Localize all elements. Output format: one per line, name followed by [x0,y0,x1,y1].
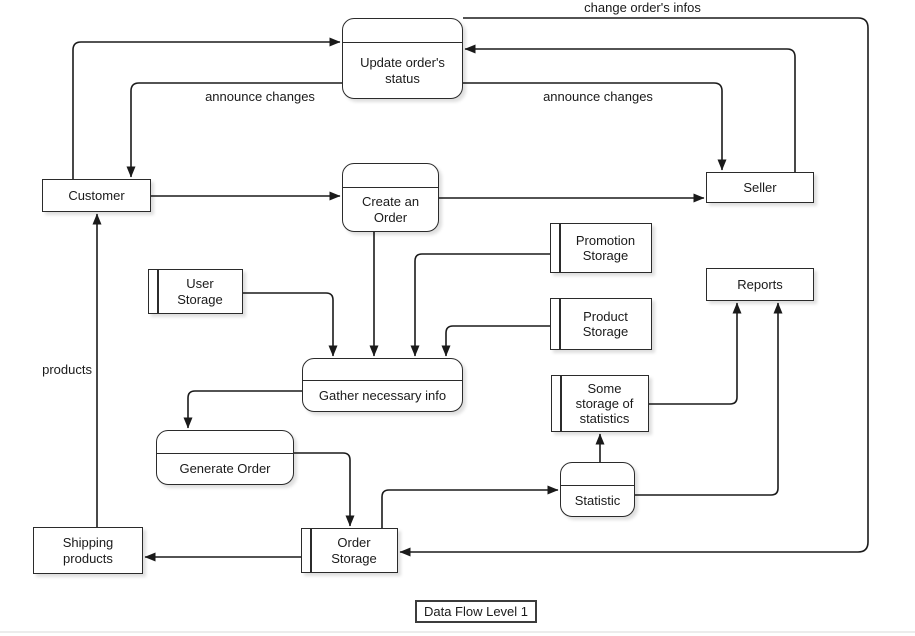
store-promotion-storage[interactable]: Promotion Storage [550,223,652,273]
store-order-storage[interactable]: Order Storage [301,528,398,573]
edge-update-to-customer [126,82,342,178]
store-user-storage-label: User Storage [177,276,223,307]
process-statistic[interactable]: Statistic [560,462,635,517]
edge-label-products: products [42,362,92,377]
process-gather-necessary-info[interactable]: Gather necessary info [302,358,463,412]
edge-promotion-storage-to-gather [410,253,550,357]
process-create-an-order-label: Create an Order [361,194,420,225]
edge-some-storage-to-reports [649,302,742,405]
edge-label-announce-changes-left: announce changes [205,89,315,104]
store-double-line [559,224,561,272]
edge-update-to-seller [463,82,727,171]
process-generate-order-label: Generate Order [179,461,271,477]
edge-order-storage-to-statistic [381,485,559,528]
process-header-band [157,431,293,454]
store-double-line [559,299,561,349]
edge-statistic-to-reports [635,302,783,496]
edge-gather-to-generate [183,390,302,429]
process-generate-order[interactable]: Generate Order [156,430,294,485]
process-create-an-order[interactable]: Create an Order [342,163,439,232]
edge-seller-to-update [464,44,796,172]
process-header-band [303,359,462,381]
edge-customer-to-update [72,37,341,179]
edge-generate-to-order-storage [294,452,355,527]
store-promotion-storage-label: Promotion Storage [575,232,636,263]
process-gather-necessary-info-label: Gather necessary info [318,388,447,404]
edge-label-change-orders-infos: change order's infos [584,0,701,15]
store-user-storage[interactable]: User Storage [148,269,243,314]
edge-product-storage-to-gather [441,325,550,357]
store-some-storage-of-statistics-label: Some storage of statistics [575,380,634,427]
process-header-band [561,463,634,486]
store-double-line [157,270,159,313]
edge-update-to-order-storage [399,17,869,557]
edge-label-announce-changes-right: announce changes [543,89,653,104]
process-update-orders-status[interactable]: Update order's status [342,18,463,99]
edge-user-storage-to-gather [243,292,338,357]
diagram-title-label: Data Flow Level 1 [423,604,529,619]
entity-customer-label: Customer [68,187,125,203]
process-header-band [343,19,462,43]
process-header-band [343,164,438,188]
store-product-storage-label: Product Storage [582,308,629,339]
entity-reports-label: Reports [737,276,783,292]
process-update-orders-status-label: Update order's status [360,55,445,86]
store-some-storage-of-statistics[interactable]: Some storage of statistics [551,375,649,432]
entity-seller-label: Seller [743,179,777,195]
window-bottom-edge [0,631,915,633]
store-order-storage-label: Order Storage [331,535,377,566]
entity-seller[interactable]: Seller [706,172,814,203]
entity-shipping-products-label: Shipping products [62,535,114,566]
store-double-line [310,529,312,572]
entity-customer[interactable]: Customer [42,179,151,212]
diagram-title-box[interactable]: Data Flow Level 1 [415,600,537,623]
entity-shipping-products[interactable]: Shipping products [33,527,143,574]
process-statistic-label: Statistic [574,493,621,509]
store-double-line [560,376,562,431]
entity-reports[interactable]: Reports [706,268,814,301]
store-product-storage[interactable]: Product Storage [550,298,652,350]
